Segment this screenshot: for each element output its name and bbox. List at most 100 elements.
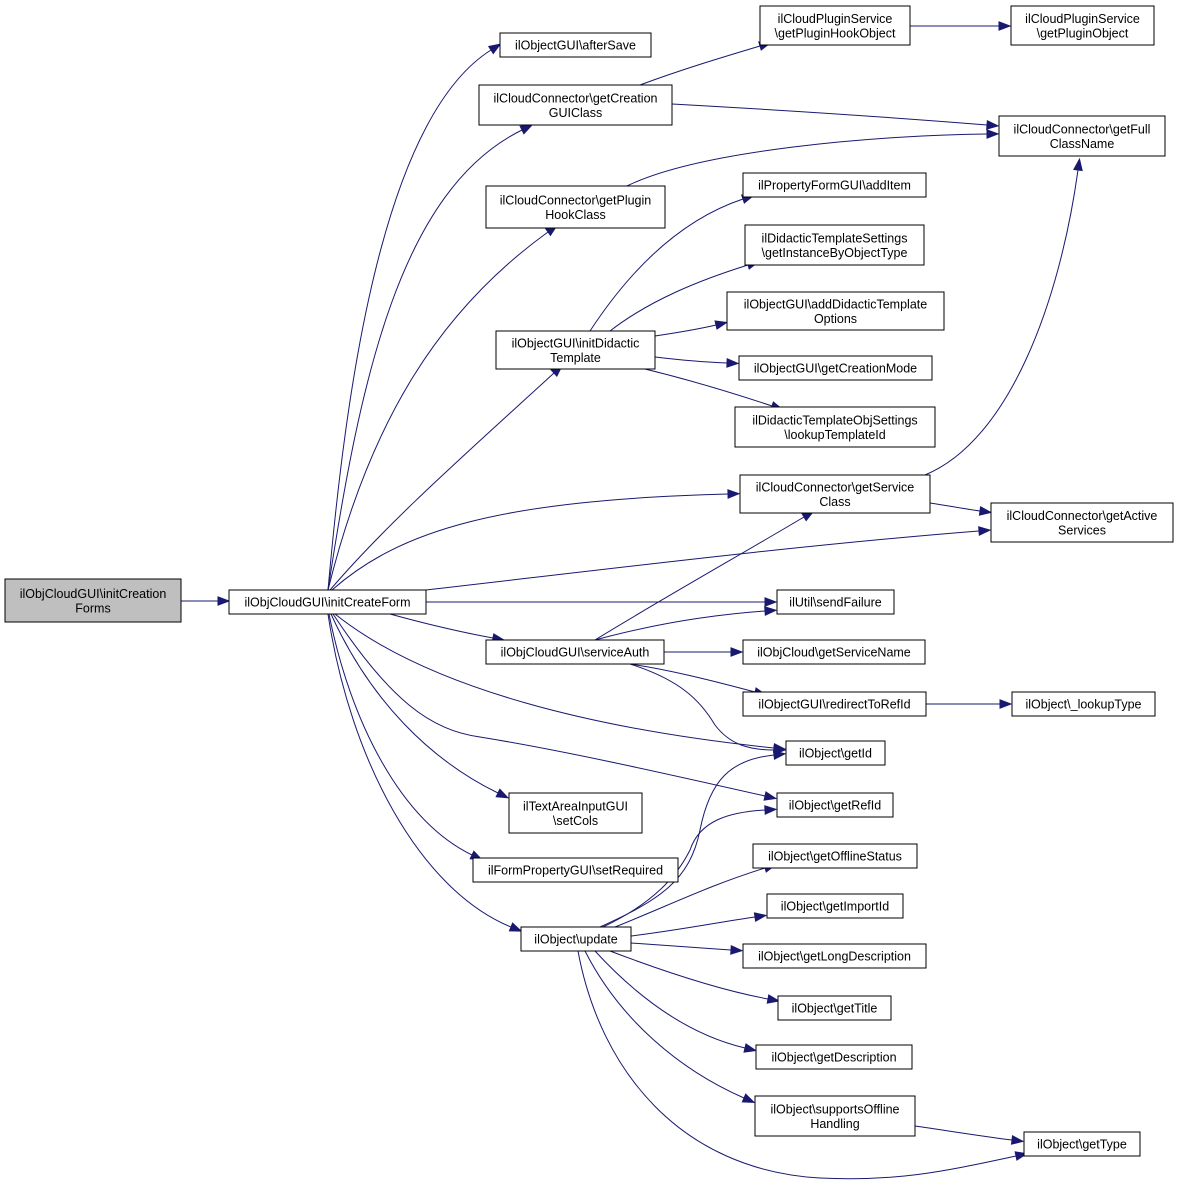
node-getPluginHookObject[interactable]: ilCloudPluginService\getPluginHookObject: [759, 5, 911, 46]
node-label: ilObject\getImportId: [781, 900, 889, 914]
edge-initCreateForm-to-setRequired: [328, 613, 484, 861]
edge-initCreateForm-to-getCreationGUIClass: [327, 124, 534, 591]
edge-arrowhead: [986, 120, 1000, 130]
node-getId[interactable]: ilObject\getId: [785, 740, 886, 766]
node-label: ilObject\supportsOffline: [771, 1102, 900, 1116]
node-label: ilCloudPluginService: [778, 12, 893, 26]
edge-initCreateForm-to-getRefId: [332, 613, 778, 801]
node-box: [785, 740, 886, 766]
node-box: [472, 857, 679, 883]
edge-line: [914, 1125, 1013, 1141]
node-box: [744, 224, 925, 266]
node-label: ilPropertyFormGUI\addItem: [758, 179, 911, 193]
node-serviceAuth[interactable]: ilObjCloudGUI\serviceAuth: [485, 639, 665, 665]
edge-line: [639, 45, 761, 86]
node-getTitle[interactable]: ilObject\getTitle: [777, 995, 892, 1021]
node-getLongDescription[interactable]: ilObject\getLongDescription: [742, 943, 927, 969]
edge-update-to-getLongDescription: [630, 942, 744, 955]
edge-line: [644, 368, 773, 407]
edge-line: [629, 663, 775, 751]
edge-line: [425, 530, 980, 591]
edge-line: [594, 950, 746, 1049]
node-box: [1023, 1131, 1141, 1157]
node-afterSave[interactable]: ilObjectGUI\afterSave: [499, 32, 652, 58]
edge-serviceAuth-to-sendFailure: [594, 606, 778, 641]
node-getOfflineStatus[interactable]: ilObject\getOfflineStatus: [752, 843, 918, 869]
edge-line: [654, 324, 717, 337]
edge-initDidacticTemplate-to-getCreationMode: [654, 356, 740, 368]
node-box: [742, 691, 927, 717]
node-initCreateForm[interactable]: ilObjCloudGUI\initCreateForm: [228, 589, 427, 615]
edge-arrowhead: [487, 43, 502, 55]
edge-line: [594, 610, 766, 641]
edge-initCreateForm-to-initDidacticTemplate: [329, 364, 564, 591]
edge-getPluginHookClass-to-getFullClassName: [626, 129, 1000, 187]
edge-arrowhead: [495, 788, 510, 799]
edge-arrowhead: [772, 750, 787, 760]
node-label: ilFormPropertyGUI\setRequired: [488, 864, 663, 878]
node-lookupType[interactable]: ilObject\_lookupType: [1011, 691, 1156, 717]
edge-line: [929, 502, 981, 512]
node-setCols[interactable]: ilTextAreaInputGUI\setCols: [508, 792, 643, 834]
node-box: [228, 589, 427, 615]
node-box: [777, 995, 892, 1021]
node-label: ilObject\_lookupType: [1025, 698, 1141, 712]
node-box: [1011, 691, 1156, 717]
edge-arrowhead: [1073, 157, 1083, 172]
edge-line: [602, 809, 766, 928]
node-sendFailure[interactable]: ilUtil\sendFailure: [776, 589, 895, 615]
node-box: [776, 792, 894, 818]
edge-initCreateForm-to-sendFailure: [426, 597, 778, 607]
edge-redirectToRefId-to-lookupType: [926, 699, 1013, 709]
node-update[interactable]: ilObject\update: [520, 926, 632, 952]
node-box: [742, 639, 926, 665]
node-getPluginObject[interactable]: ilCloudPluginService\getPluginObject: [1010, 5, 1155, 46]
edge-line: [614, 867, 766, 928]
node-getType[interactable]: ilObject\getType: [1023, 1131, 1141, 1157]
node-getRefId[interactable]: ilObject\getRefId: [776, 792, 894, 818]
node-getCreationMode[interactable]: ilObjectGUI\getCreationMode: [738, 355, 933, 381]
node-label: ilObject\getLongDescription: [758, 950, 911, 964]
node-getDescription[interactable]: ilObject\getDescription: [755, 1044, 913, 1070]
node-label: ilObject\getType: [1037, 1138, 1127, 1152]
node-label: ilObjCloud\getServiceName: [757, 646, 911, 660]
node-getInstanceByObjectType[interactable]: ilDidacticTemplateSettings\getInstanceBy…: [744, 224, 925, 266]
node-label: ilCloudConnector\getActive: [1007, 509, 1158, 523]
edge-initCreateForm-to-setCols: [330, 613, 510, 799]
node-box: [990, 502, 1174, 543]
node-box: [4, 578, 182, 623]
edge-root-to-initCreateForm: [181, 596, 231, 606]
node-box: [998, 115, 1166, 157]
node-box: [742, 172, 927, 198]
edge-arrowhead: [741, 1093, 756, 1103]
node-redirectToRefId[interactable]: ilObjectGUI\redirectToRefId: [742, 691, 927, 717]
node-label: \getInstanceByObjectType: [762, 246, 908, 260]
node-label: ilCloudConnector\getFull: [1014, 122, 1151, 136]
node-getServiceName[interactable]: ilObjCloud\getServiceName: [742, 639, 926, 665]
node-box: [478, 84, 673, 126]
edge-line: [629, 663, 756, 693]
node-label: HookClass: [545, 208, 605, 222]
node-getImportId[interactable]: ilObject\getImportId: [766, 893, 904, 919]
node-label: ilObjCloudGUI\initCreation: [20, 587, 167, 601]
node-setRequired[interactable]: ilFormPropertyGUI\setRequired: [472, 857, 679, 883]
node-box: [739, 474, 931, 514]
edge-arrowhead: [726, 358, 740, 368]
node-lookupTemplateId[interactable]: ilDidacticTemplateObjSettings\lookupTemp…: [734, 406, 936, 448]
node-addItem[interactable]: ilPropertyFormGUI\addItem: [742, 172, 927, 198]
edge-update-to-getRefId: [602, 805, 778, 928]
node-label: Handling: [810, 1117, 859, 1131]
edge-arrowhead: [753, 912, 768, 922]
edge-update-to-getTitle: [609, 950, 781, 1004]
node-box: [742, 943, 927, 969]
node-label: ilObjectGUI\addDidacticTemplate: [744, 297, 927, 311]
